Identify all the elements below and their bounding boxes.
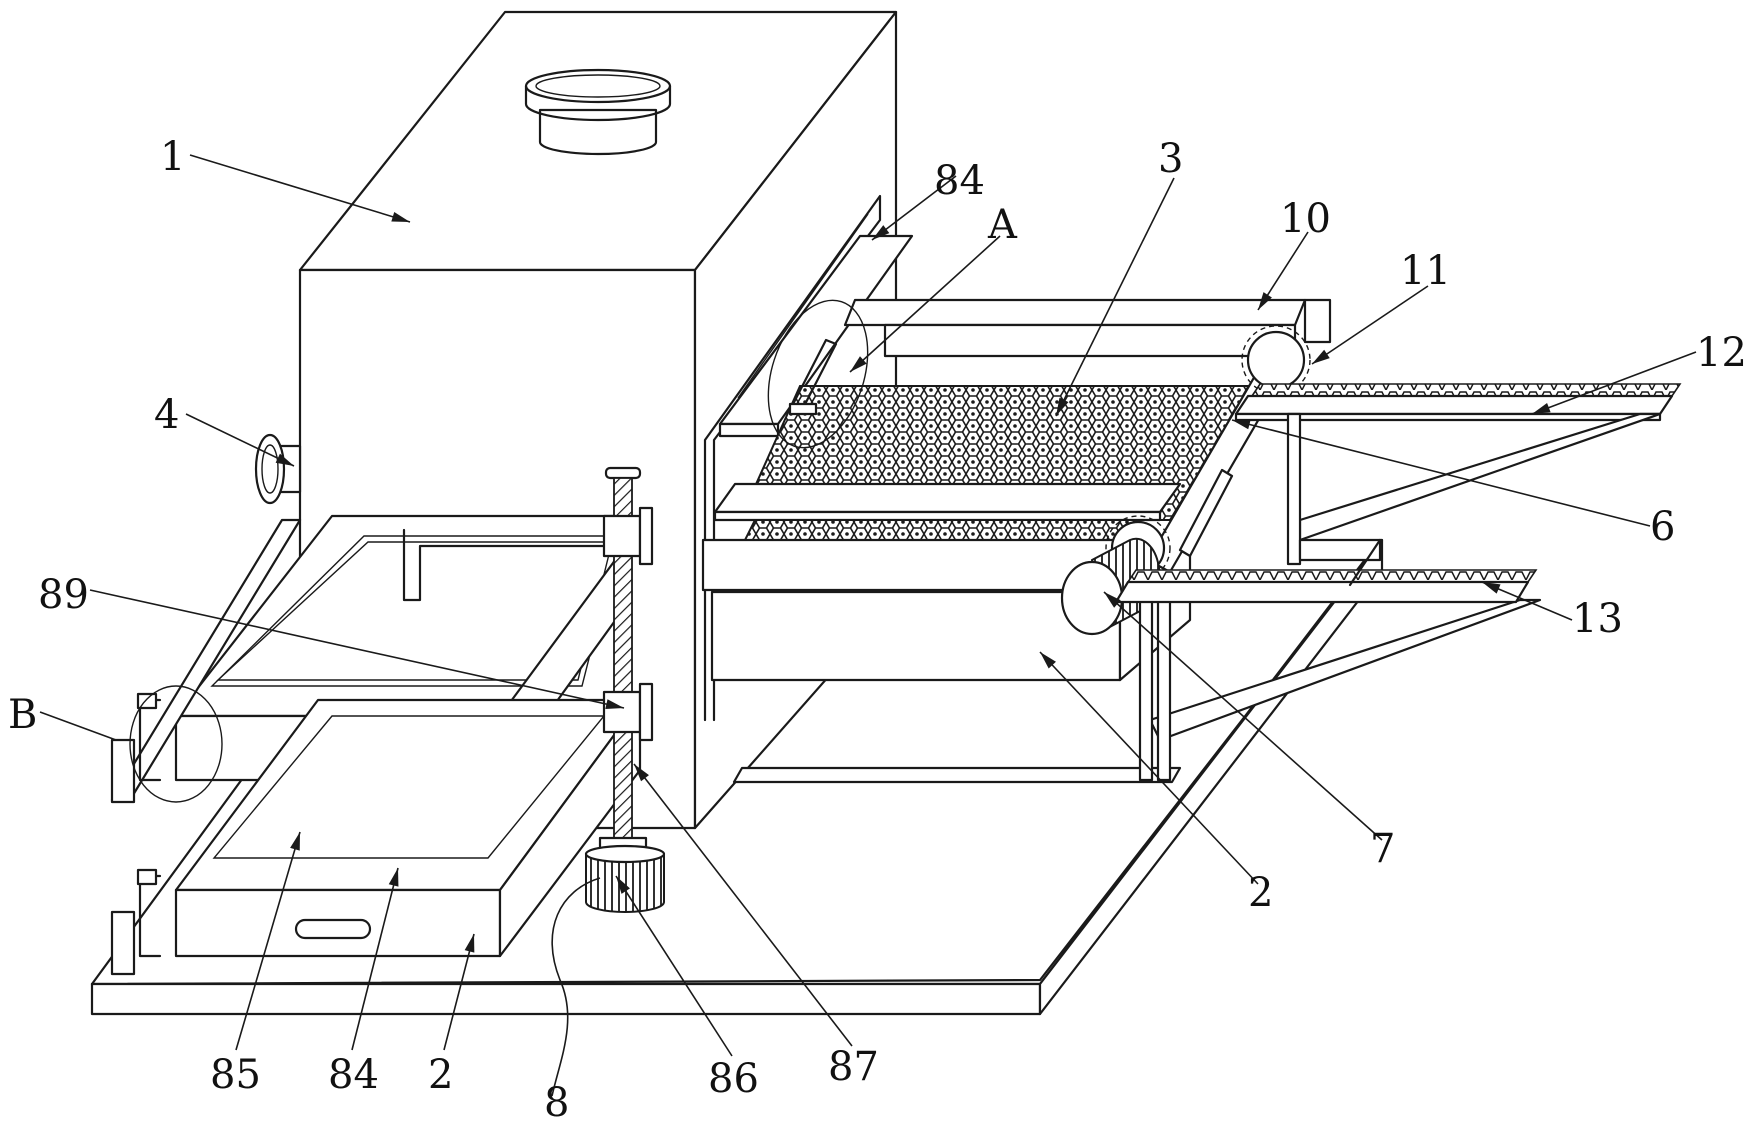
label-87: 87 — [828, 1044, 879, 1090]
label-2-right: 2 — [1248, 870, 1273, 916]
label-6: 6 — [1650, 504, 1675, 550]
leader-11-arrowhead — [1312, 350, 1330, 364]
label-4: 4 — [154, 392, 179, 438]
label-b: B — [8, 692, 37, 738]
label-11: 11 — [1400, 248, 1451, 294]
label-13: 13 — [1572, 596, 1623, 642]
label-3: 3 — [1158, 136, 1183, 182]
leader-b — [40, 712, 116, 740]
label-12: 12 — [1696, 330, 1747, 376]
label-86: 86 — [708, 1056, 759, 1102]
label-84-bottom: 84 — [328, 1052, 379, 1098]
label-a: A — [987, 202, 1018, 248]
label-89: 89 — [38, 572, 89, 618]
label-84-top: 84 — [934, 158, 985, 204]
label-7: 7 — [1370, 826, 1395, 872]
label-8: 8 — [544, 1080, 569, 1124]
side-port — [256, 435, 300, 503]
label-2-bottom: 2 — [428, 1052, 453, 1098]
top-inlet-pipe — [526, 70, 670, 154]
leader-3 — [1056, 178, 1174, 416]
label-85: 85 — [210, 1052, 261, 1098]
label-1: 1 — [160, 134, 185, 180]
leader-86 — [616, 876, 732, 1056]
label-10: 10 — [1280, 196, 1331, 242]
